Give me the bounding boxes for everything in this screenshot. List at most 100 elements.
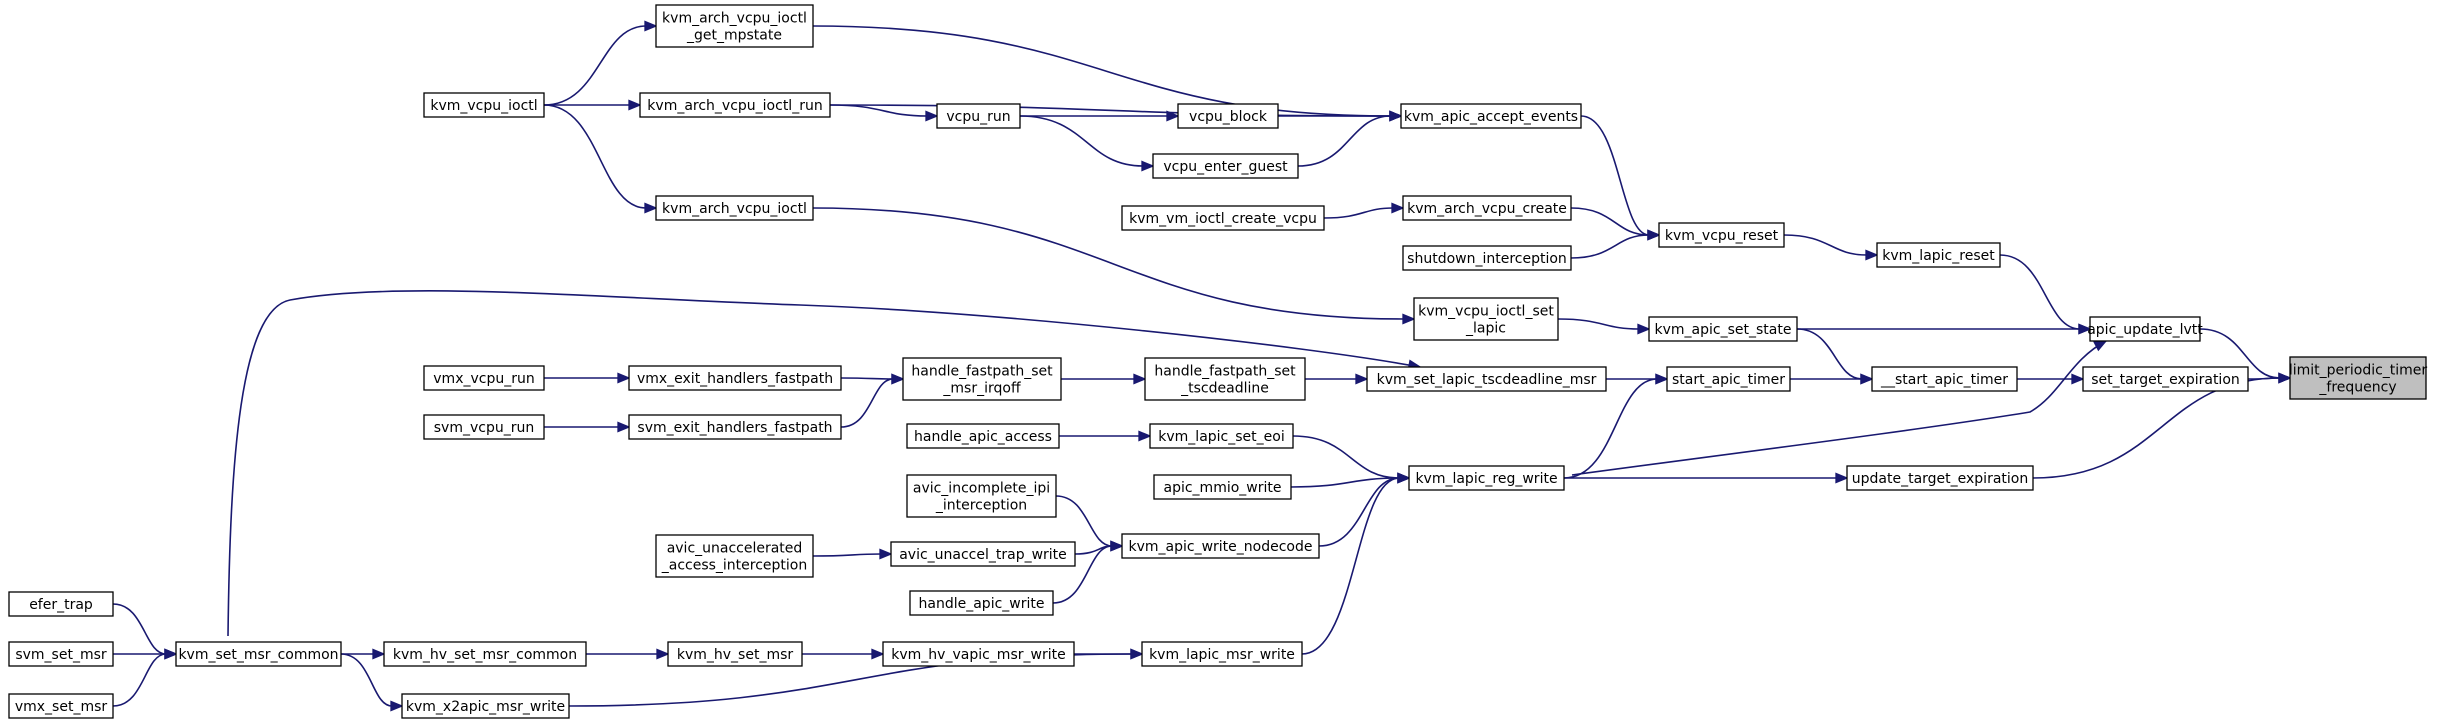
edge-vmx_vcpu_run-to-vmx_exit_handlers_fastpath [543,372,631,384]
node-label: kvm_lapic_reset [1882,248,1995,264]
node-start_apic_timer[interactable]: start_apic_timer [1666,366,1791,392]
edge-line [1570,234,1650,259]
node-shutdown_interception[interactable]: shutdown_interception [1402,245,1572,271]
node-kvm_lapic_set_eoi[interactable]: kvm_lapic_set_eoi [1149,423,1294,449]
node-efer_trap[interactable]: efer_trap [8,591,114,617]
edge-vcpu_enter_guest-to-kvm_apic_accept_events [1297,110,1403,167]
node-box [175,641,342,667]
node-label: avic_unaccelerated [667,541,803,557]
node-vcpu_run[interactable]: vcpu_run [936,103,1021,129]
node-label: _access_interception [661,558,808,574]
node-apic_update_lvtt[interactable]: apic_update_lvtt [2087,316,2203,342]
node-kvm_apic_write_nodecode[interactable]: kvm_apic_write_nodecode [1121,533,1320,559]
node-svm_vcpu_run[interactable]: svm_vcpu_run [423,414,545,440]
node-avic_incomplete_ipi_interception[interactable]: avic_incomplete_ipi_interception [906,474,1057,518]
node-label: svm_vcpu_run [434,420,534,436]
node-label: _interception [935,498,1027,514]
edge-kvm_lapic_msr_write-to-kvm_lapic_reg_write [1301,472,1411,655]
node-handle_fastpath_set_msr_irqoff[interactable]: handle_fastpath_set_msr_irqoff [902,357,1062,401]
node-label: _get_mpstate [686,28,782,44]
edge-kvm_arch_vcpu_ioctl-to-kvm_vcpu_ioctl_set_lapic [812,207,1416,325]
node-label: kvm_apic_set_state [1655,322,1792,338]
node-box [2089,316,2201,342]
node-box [882,641,1075,667]
node-box [906,474,1057,518]
node-kvm_apic_accept_events[interactable]: kvm_apic_accept_events [1400,103,1582,129]
node-label: vcpu_enter_guest [1163,159,1288,175]
node-kvm_vm_ioctl_create_vcpu[interactable]: kvm_vm_ioctl_create_vcpu [1121,205,1325,231]
node-avic_unaccel_trap_write[interactable]: avic_unaccel_trap_write [890,541,1076,567]
node-set_target_expiration[interactable]: set_target_expiration [2082,366,2249,392]
node-box [2082,366,2249,392]
node-label: apic_mmio_write [1164,480,1282,496]
node-label: handle_apic_access [914,429,1052,445]
node-label: vmx_exit_handlers_fastpath [637,371,833,387]
node-vmx_vcpu_run[interactable]: vmx_vcpu_run [423,365,545,391]
node-vcpu_block[interactable]: vcpu_block [1177,103,1279,129]
node-kvm_hv_set_msr[interactable]: kvm_hv_set_msr [667,641,803,667]
node-label: kvm_hv_set_msr [677,647,794,663]
node-kvm_hv_set_msr_common[interactable]: kvm_hv_set_msr_common [383,641,587,667]
node-kvm_lapic_reg_write[interactable]: kvm_lapic_reg_write [1408,465,1565,491]
edge-line [1571,340,2107,476]
arrowhead-icon [2093,340,2108,352]
edge-line [1292,435,1400,479]
edge-line [1563,378,1658,479]
arrowhead-icon [1647,229,1661,241]
node-kvm_vcpu_ioctl_set_lapic[interactable]: kvm_vcpu_ioctl_set_lapic [1413,297,1559,341]
node-kvm_arch_vcpu_ioctl_get_mpstate[interactable]: kvm_arch_vcpu_ioctl_get_mpstate [655,4,814,48]
node-label: kvm_apic_accept_events [1404,109,1578,125]
node-kvm_x2apic_msr_write[interactable]: kvm_x2apic_msr_write [401,693,570,719]
node-avic_unaccelerated_access_interception[interactable]: avic_unaccelerated_access_interception [655,534,814,578]
node-label: kvm_vcpu_reset [1665,228,1779,244]
node-handle_apic_write[interactable]: handle_apic_write [909,590,1054,616]
edge-line [829,104,1392,117]
node-vcpu_enter_guest[interactable]: vcpu_enter_guest [1152,153,1299,179]
node-kvm_set_msr_common[interactable]: kvm_set_msr_common [175,641,342,667]
node-label: efer_trap [29,597,93,613]
node-kvm_lapic_reset[interactable]: kvm_lapic_reset [1876,242,2001,268]
arrowhead-icon [871,648,885,660]
arrowhead-icon [617,421,631,433]
node-label: vmx_set_msr [15,699,108,715]
node-kvm_vcpu_ioctl[interactable]: kvm_vcpu_ioctl [423,92,545,118]
node-label: _frequency [2318,380,2396,396]
edge-line [812,25,1392,117]
edge-kvm_lapic_set_eoi-to-kvm_lapic_reg_write [1292,435,1411,484]
node-limit_periodic_timer_frequency[interactable]: limit_periodic_timer_frequency [2289,356,2428,400]
edge-line [1783,234,1868,256]
node-handle_fastpath_set_tscdeadline[interactable]: handle_fastpath_set_tscdeadline [1144,357,1306,401]
node-kvm_set_lapic_tscdeadline_msr[interactable]: kvm_set_lapic_tscdeadline_msr [1366,366,1607,392]
node-__start_apic_timer[interactable]: __start_apic_timer [1871,366,2018,392]
node-kvm_arch_vcpu_create[interactable]: kvm_arch_vcpu_create [1402,195,1572,221]
node-handle_apic_access[interactable]: handle_apic_access [906,423,1060,449]
edge-kvm_lapic_reg_write-to-start_apic_timer [1563,373,1669,479]
edge-line [840,377,894,380]
node-box [1121,205,1325,231]
node-kvm_lapic_msr_write[interactable]: kvm_lapic_msr_write [1141,641,1303,667]
arrowhead-icon [1355,373,1369,385]
arrowhead-icon [644,20,658,32]
node-kvm_arch_vcpu_ioctl_run[interactable]: kvm_arch_vcpu_ioctl_run [639,92,831,118]
edge-line [1570,207,1650,236]
node-apic_mmio_write[interactable]: apic_mmio_write [1153,474,1292,500]
node-vmx_set_msr[interactable]: vmx_set_msr [8,693,114,719]
node-kvm_hv_vapic_msr_write[interactable]: kvm_hv_vapic_msr_write [882,641,1075,667]
node-box [1400,103,1582,129]
edge-kvm_set_msr_common-to-kvm_hv_set_msr_common [341,648,386,660]
edge-handle_apic_access-to-kvm_lapic_set_eoi [1059,430,1152,442]
node-box [1408,465,1565,491]
node-kvm_apic_set_state[interactable]: kvm_apic_set_state [1648,316,1798,342]
node-kvm_vcpu_reset[interactable]: kvm_vcpu_reset [1658,222,1785,248]
node-box [423,365,545,391]
node-box [1402,245,1572,271]
node-svm_set_msr[interactable]: svm_set_msr [8,641,114,667]
node-update_target_expiration[interactable]: update_target_expiration [1846,465,2034,491]
node-svm_exit_handlers_fastpath[interactable]: svm_exit_handlers_fastpath [628,414,842,440]
edge-kvm_arch_vcpu_ioctl_run-to-vcpu_run [829,104,939,122]
node-box [8,591,114,617]
node-box [1402,195,1572,221]
node-kvm_arch_vcpu_ioctl[interactable]: kvm_arch_vcpu_ioctl [655,195,814,221]
edge-vcpu_run-to-vcpu_block [1020,110,1180,122]
node-vmx_exit_handlers_fastpath[interactable]: vmx_exit_handlers_fastpath [628,365,842,391]
